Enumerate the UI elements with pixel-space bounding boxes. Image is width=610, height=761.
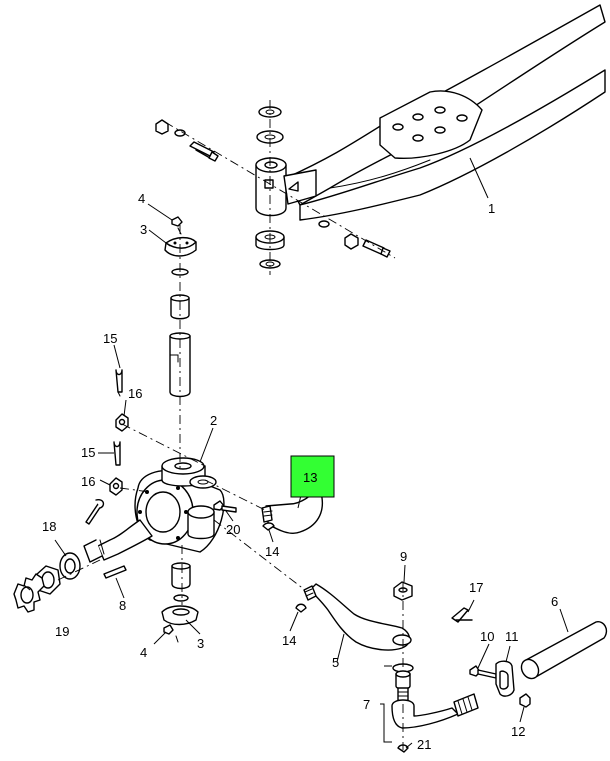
callout-11[interactable]: 11 — [505, 629, 519, 644]
highlighted-part-callout-box[interactable] — [290, 455, 335, 498]
callout-1[interactable]: 1 — [488, 201, 495, 216]
callout-9[interactable]: 9 — [400, 549, 407, 564]
callout-3-lower[interactable]: 3 — [197, 636, 204, 651]
callout-labels: 1 2 3 3 4 4 5 6 7 8 9 10 11 13 12 14 14 … — [42, 191, 558, 752]
grease-seal[interactable] — [59, 552, 81, 580]
stop-screw[interactable] — [213, 500, 237, 513]
tie-rod-clamp[interactable] — [495, 660, 515, 697]
bushing-lower[interactable] — [171, 562, 191, 590]
callout-7[interactable]: 7 — [363, 697, 370, 712]
callout-18[interactable]: 18 — [42, 519, 56, 534]
tie-rod-end[interactable] — [391, 663, 479, 729]
woodruff-key-upper[interactable] — [262, 522, 275, 531]
callout-14-lower[interactable]: 14 — [282, 633, 296, 648]
draw-key-bolt-right[interactable] — [318, 220, 391, 258]
callout-16-lower[interactable]: 16 — [81, 474, 95, 489]
assembly-center-lines — [57, 100, 404, 750]
callout-15-upper[interactable]: 15 — [103, 331, 117, 346]
callout-14-upper[interactable]: 14 — [265, 544, 279, 559]
draw-key-bolt-left[interactable] — [155, 119, 219, 162]
callout-20[interactable]: 20 — [226, 522, 240, 537]
steering-knuckle[interactable] — [83, 457, 225, 563]
callout-13[interactable]: 13 — [303, 470, 317, 485]
callout-21[interactable]: 21 — [417, 737, 431, 752]
callout-5[interactable]: 5 — [332, 655, 339, 670]
cotter-pin-lower-left[interactable] — [113, 441, 121, 466]
spindle-pin[interactable] — [103, 565, 127, 579]
callout-4-lower[interactable]: 4 — [140, 645, 147, 660]
cotter-pin-upper[interactable] — [115, 369, 123, 397]
cross-tube-arm[interactable] — [303, 583, 412, 651]
callout-2[interactable]: 2 — [210, 413, 217, 428]
callout-3-upper[interactable]: 3 — [140, 222, 147, 237]
cross-tube[interactable] — [518, 621, 608, 682]
callout-6[interactable]: 6 — [551, 594, 558, 609]
woodruff-key-lower[interactable] — [295, 603, 307, 613]
callout-4-upper[interactable]: 4 — [138, 191, 145, 206]
clamp-bolt[interactable] — [469, 665, 497, 679]
leader-lines — [23, 157, 569, 749]
callout-10[interactable]: 10 — [480, 629, 494, 644]
cap-bolt-lower[interactable] — [163, 624, 179, 643]
callout-19[interactable]: 19 — [55, 624, 69, 639]
cotter-pin-loose[interactable] — [85, 498, 105, 525]
axle-beam[interactable] — [255, 4, 606, 221]
callout-15-lower[interactable]: 15 — [81, 445, 95, 460]
callout-16-upper[interactable]: 16 — [128, 386, 142, 401]
callout-8[interactable]: 8 — [119, 598, 126, 613]
castle-nut-lower[interactable] — [109, 477, 123, 496]
cotter-pin-tie-rod[interactable] — [451, 607, 473, 623]
tone-ring[interactable] — [13, 573, 45, 613]
callout-12[interactable]: 12 — [511, 724, 525, 739]
callout-17[interactable]: 17 — [469, 580, 483, 595]
castle-nut-upper[interactable] — [115, 413, 129, 432]
knuckle-cap-lower[interactable] — [161, 594, 199, 626]
clamp-nut[interactable] — [519, 693, 531, 708]
knuckle-cap-upper[interactable] — [164, 216, 197, 257]
